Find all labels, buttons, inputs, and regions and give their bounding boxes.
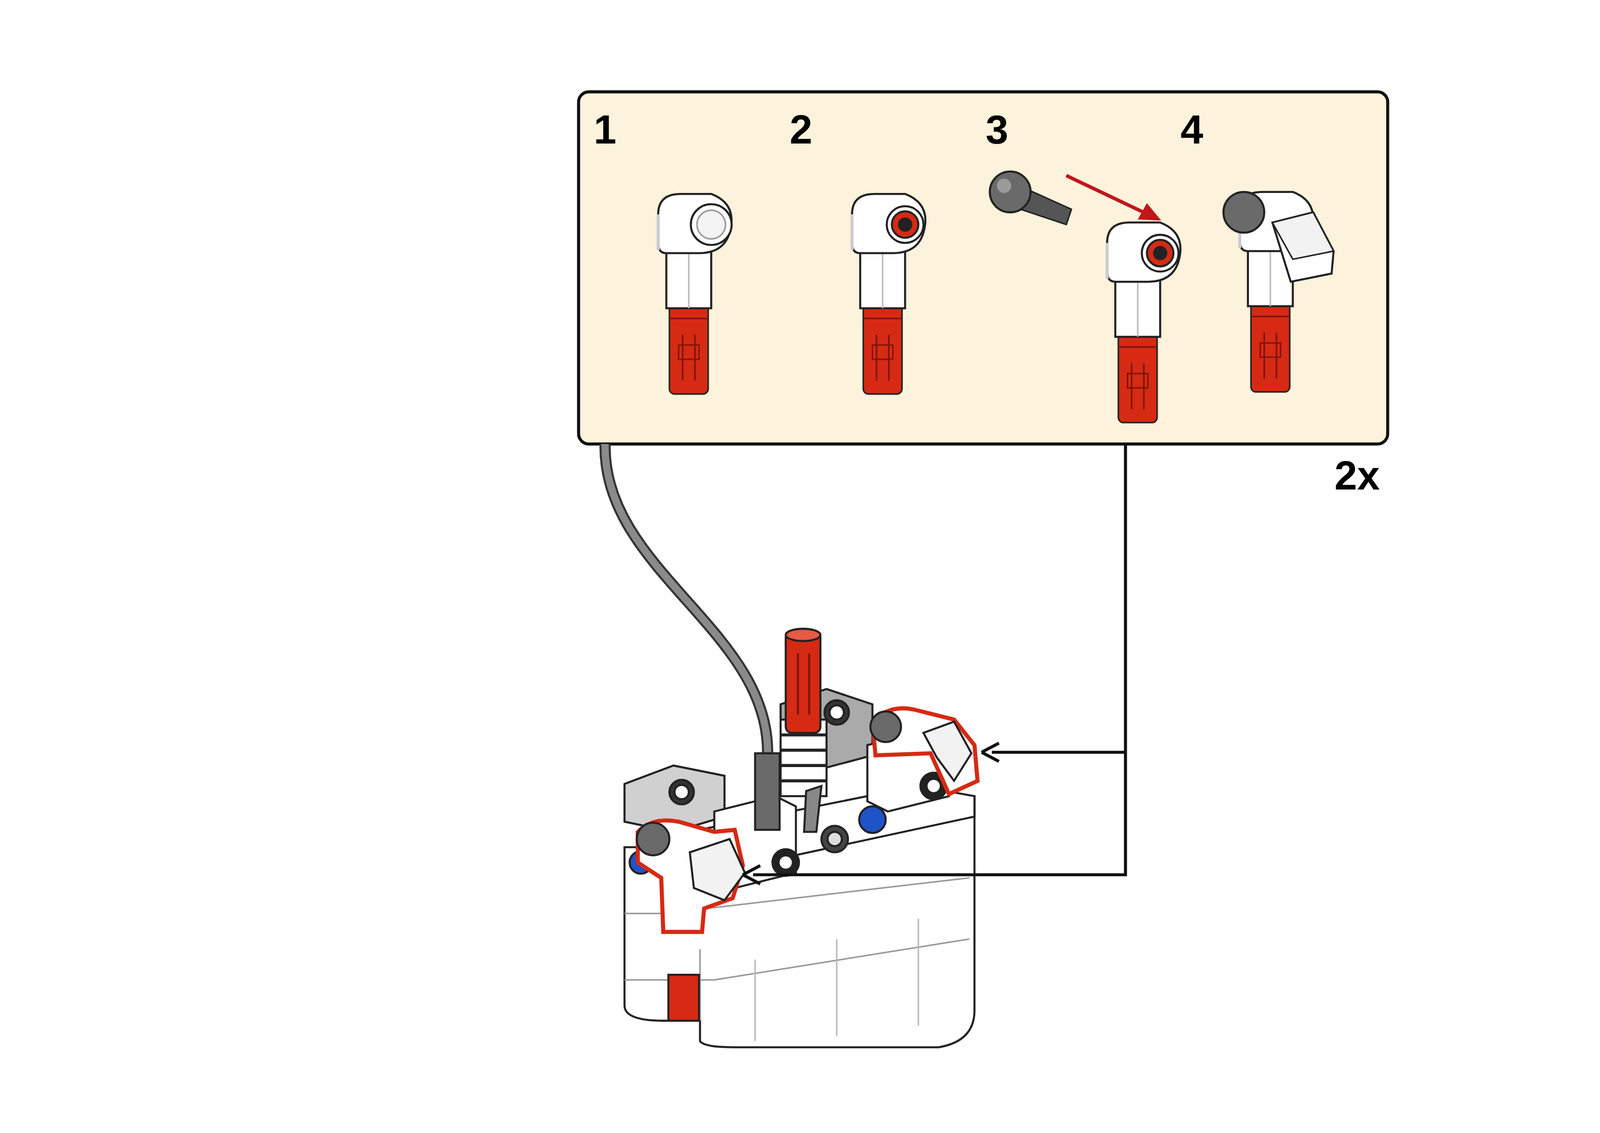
ball-joint-part: [989, 171, 1072, 225]
step-number: 4: [1180, 109, 1204, 151]
connector-assembly: [1223, 191, 1334, 392]
insert-arrow-head: [1137, 202, 1162, 221]
arrow-head: [742, 865, 761, 884]
placement-line: [752, 443, 1126, 875]
insert-arrow: [1066, 175, 1149, 215]
quantity-label: 2x: [1334, 455, 1381, 496]
step-number: 3: [985, 109, 1009, 151]
step-number: 1: [593, 109, 617, 151]
connector-part: [852, 193, 926, 394]
model-assembly: [624, 628, 978, 1048]
step-number: 2: [789, 109, 813, 151]
callout-panel: [578, 91, 1388, 444]
link-cable: [605, 443, 768, 761]
arrow-head: [981, 742, 1000, 762]
link-cable: [605, 443, 768, 761]
connector-part: [1106, 222, 1181, 423]
connector-part: [657, 193, 732, 394]
